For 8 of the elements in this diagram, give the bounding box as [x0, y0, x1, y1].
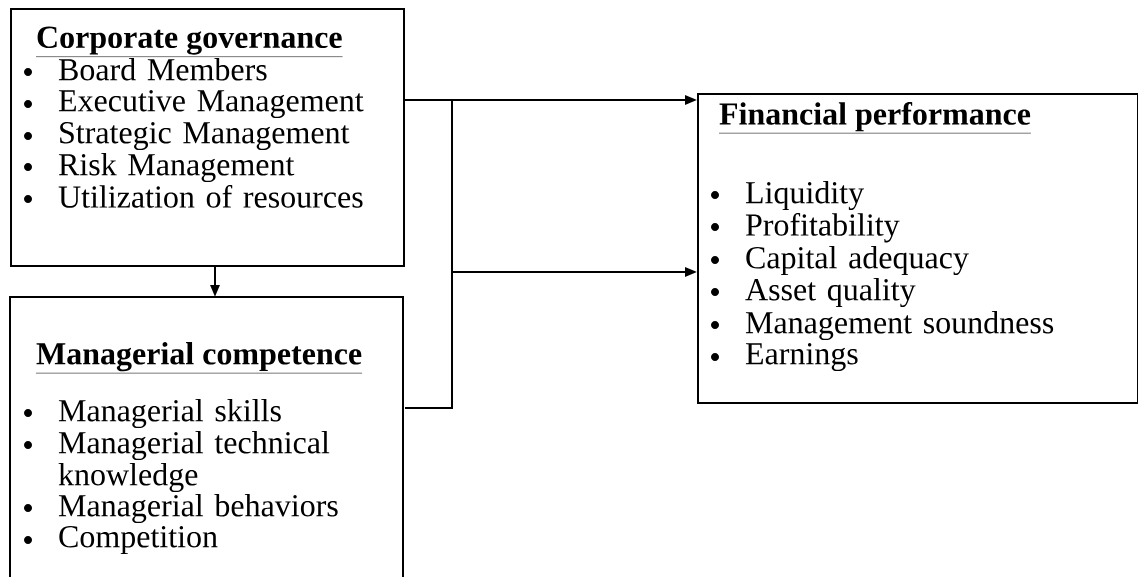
text-box: Corporate governance Board Members Executive Management Strategic Management Risk Management Utilization of resources — [10, 8, 405, 267]
text-box: Managerial competence Managerial skills Managerial technical knowledge Managerial behaviors Competition — [9, 296, 404, 577]
node-label: Managerial competence — [36, 342, 362, 372]
node-label: Managerial skills — [58, 398, 281, 429]
text-box: Financial performance Liquidity Profitability Capital adequacy Asset quality Management soundness Earnings — [697, 93, 1138, 404]
node-label: Managerial technical knowledge — [58, 430, 330, 493]
node-label: Managerial behaviors — [58, 493, 338, 524]
node-label: Competition — [59, 526, 218, 554]
